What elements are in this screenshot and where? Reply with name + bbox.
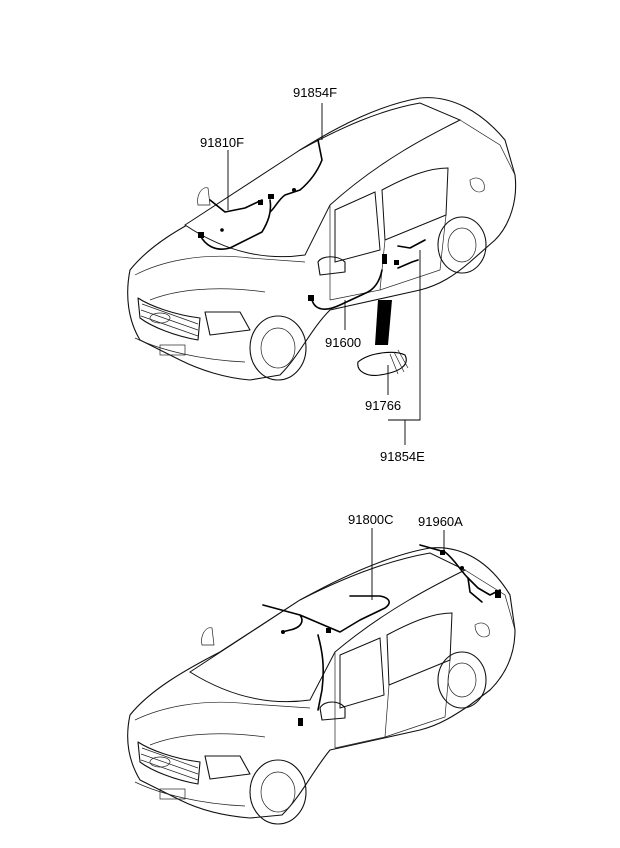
callout-91800C: 91800C — [348, 512, 394, 527]
callout-91810F: 91810F — [200, 135, 244, 150]
door-grommet-91766 — [357, 300, 409, 376]
bottom-leader-lines — [371, 528, 445, 600]
callout-91960A: 91960A — [418, 514, 463, 529]
trunk-harness-91960A — [419, 544, 501, 603]
callout-91766: 91766 — [365, 398, 401, 413]
top-leader-lines — [227, 103, 421, 445]
front-harness-91810F — [198, 194, 274, 250]
roof-harness-91854F — [269, 139, 323, 213]
callout-91854E: 91854E — [380, 449, 425, 464]
roof-harness-91800C — [262, 595, 390, 726]
callout-91854F: 91854F — [293, 85, 337, 100]
bottom-car-illustration — [127, 547, 516, 825]
top-car-illustration — [127, 97, 517, 381]
front-door-harness-91600 — [308, 254, 387, 310]
callout-91600: 91600 — [325, 335, 361, 350]
rear-door-harness-91854E — [394, 239, 426, 269]
